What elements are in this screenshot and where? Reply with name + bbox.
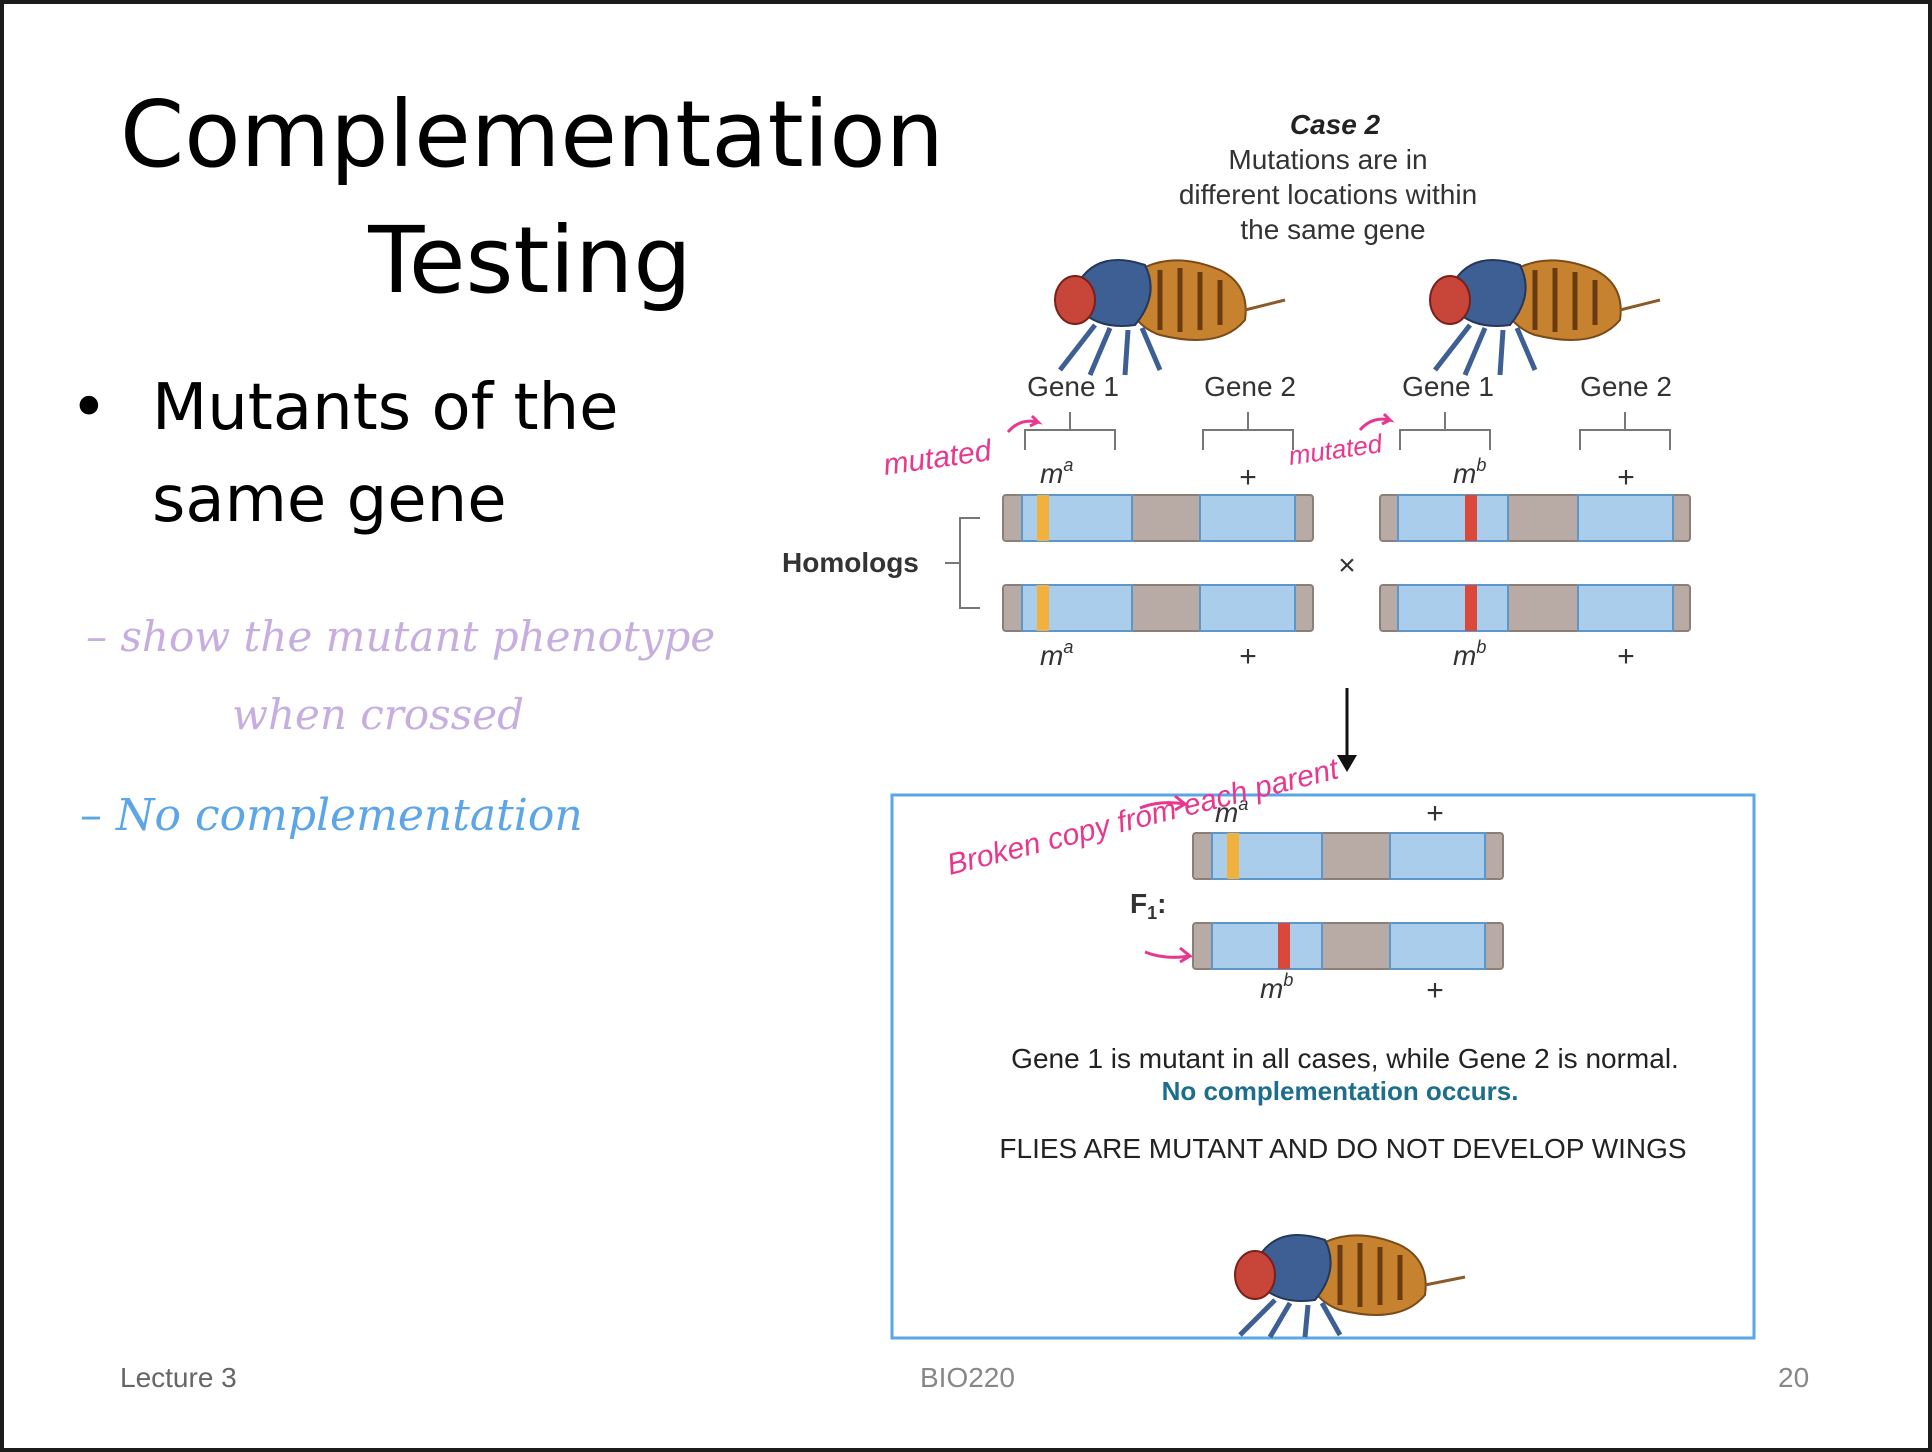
annotation-mutated-left: mutated [881,414,1043,482]
case-desc-3: the same gene [1240,214,1425,245]
allele-plus-top-right: + [1617,461,1635,494]
bullet-marker: • [70,371,108,445]
chromosome-left-top [1002,494,1314,542]
chromosome-right-top [1379,494,1691,542]
result-line-1: Gene 1 is mutant in all cases, while Gen… [1011,1043,1679,1074]
result-box [890,793,1756,1340]
slide-title: Complementation Testing [120,81,944,314]
homologs-label: Homologs [782,547,919,578]
allele-plus-bottom-right: + [1617,640,1635,673]
chromosome-f1-top [1192,832,1504,880]
gene1-label-left: Gene 1 [1027,371,1119,402]
footer-course: BIO220 [920,1362,1015,1393]
chromosome-right-bottom [1379,584,1691,632]
allele-plus-f1-top: + [1426,797,1444,830]
allele-plus-top-left: + [1239,461,1257,494]
allele-ma-top: ma [1040,455,1073,489]
down-arrow [1337,688,1357,772]
svg-text:mutated: mutated [1287,428,1386,471]
handwritten-note-1b: when crossed [232,690,524,739]
handwritten-note-1: – show the mutant phenotype [86,612,716,661]
footer-page-number: 20 [1778,1362,1810,1393]
case-title: Case 2 [1290,109,1381,140]
allele-plus-bottom-left: + [1239,640,1257,673]
chromosome-left-bottom [1002,584,1314,632]
fly-f1 [1234,1234,1466,1339]
allele-mb-top: mb [1453,455,1486,489]
cross-symbol: × [1338,549,1356,582]
gene2-label-left: Gene 2 [1204,371,1296,402]
annotation-mutated-right: mutated [1287,412,1395,471]
homologs-bracket [945,517,980,609]
gene-brackets [1024,412,1671,450]
gene1-label-right: Gene 1 [1402,371,1494,402]
allele-mb-bottom: mb [1453,637,1486,671]
allele-plus-f1-bottom: + [1426,974,1444,1007]
bullet-text: Mutants of the same gene [152,371,619,537]
svg-text:mutated: mutated [881,434,994,482]
footer-lecture: Lecture 3 [120,1362,237,1393]
case-desc-2: different locations within [1179,179,1477,210]
fly-parent-right [1429,259,1661,376]
handwritten-note-2: – No complementation [80,790,583,841]
gene2-label-right: Gene 2 [1580,371,1672,402]
result-line-3: FLIES ARE MUTANT AND DO NOT DEVELOP WING… [999,1133,1686,1164]
result-line-2: No complementation occurs. [1162,1076,1519,1106]
fly-parent-left [1054,259,1286,376]
complementation-figure: Case 2 Mutations are in different locati… [782,109,1756,1340]
f1-label: F1: [1130,888,1166,923]
allele-mb-f1: mb [1260,970,1293,1004]
allele-ma-bottom: ma [1040,637,1073,671]
case-desc-1: Mutations are in [1228,144,1427,175]
chromosome-f1-bottom [1192,922,1504,970]
allele-ma-f1: ma [1215,794,1248,828]
